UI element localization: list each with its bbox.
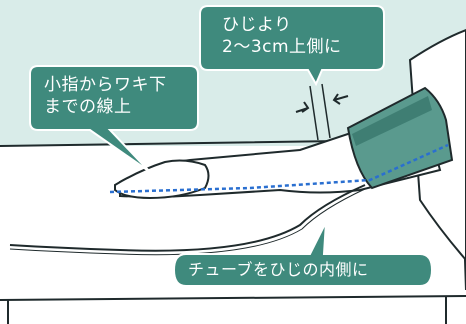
elbow-marker-line-1 <box>309 85 319 141</box>
elbow-marker-line-2 <box>321 83 331 139</box>
guide-dotted-line <box>109 143 449 194</box>
cuff <box>346 86 454 190</box>
finger-label-line1: 小指からワキ下 <box>44 75 167 95</box>
tube-callout-text: チューブをひじの内側に <box>188 259 369 281</box>
arrow-left-icon <box>295 101 310 113</box>
elbow-label-line2: 2〜3cm上側に <box>222 37 342 57</box>
hand <box>114 159 210 200</box>
finger-label-line2: までの線上 <box>44 97 132 117</box>
finger-callout-bubble <box>29 65 199 173</box>
table-front-edge <box>0 295 466 301</box>
tube-inner <box>9 188 366 256</box>
elbow-callout-bubble <box>199 5 385 87</box>
elbow-label-line1: ひじより <box>222 15 292 35</box>
cuff-band <box>352 96 432 146</box>
finger-callout-text: 小指からワキ下 までの線上 <box>44 74 167 118</box>
arrow-right-icon <box>332 93 349 105</box>
tube-label: チューブをひじの内側に <box>188 260 369 279</box>
tube-callout-bubble <box>172 221 434 287</box>
elbow-callout-text: ひじより 2〜3cm上側に <box>222 14 342 58</box>
tube <box>9 184 366 252</box>
